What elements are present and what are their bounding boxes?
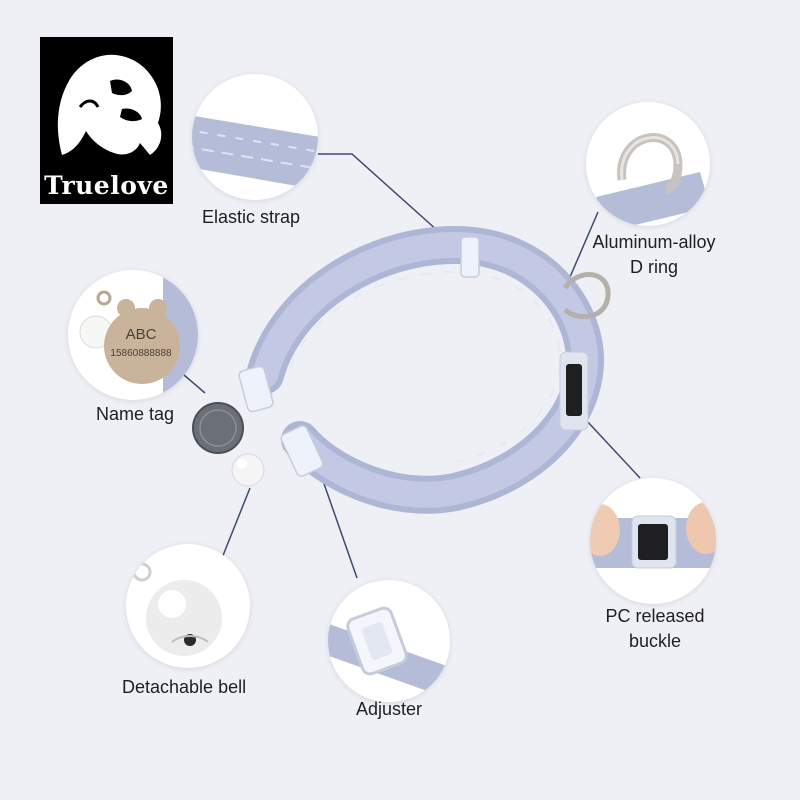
name-tag-closeup: ABC 15860888888 [68,270,198,400]
name-tag-initials: ABC [125,326,157,343]
leader-line-nametag [183,374,206,394]
dog-head-icon [57,54,162,155]
leader-line-dring [566,211,599,285]
strap-closeup-image [192,115,318,190]
brand-name: Truelove [44,171,169,200]
buckle-closeup [590,478,716,604]
name-tag-phone: 15860888888 [110,348,172,359]
leader-line-adjuster [321,477,358,579]
d-ring-image [596,133,710,226]
collar-d-ring [562,272,611,320]
name-tag-label: Name tag [96,404,175,424]
leader-line-strap [318,153,449,241]
buckle-label: PC released buckle [605,606,705,651]
bell-closeup [126,544,250,668]
adjuster-image [328,606,450,700]
leader-line-buckle [585,419,641,479]
brand-logo: Truelove [40,37,173,204]
bell-label: Detachable bell [122,677,247,697]
collar-adjuster-right [280,425,324,477]
adjuster-label: Adjuster [356,699,423,719]
strap-keeper [460,236,480,278]
buckle-image [590,502,716,569]
collar-adjuster-left [238,365,274,413]
d-ring-closeup [586,102,710,226]
elastic-strap-closeup [192,74,318,200]
bell-image [132,562,222,656]
d-ring-label: Aluminum-alloy D ring [592,232,716,277]
collar-bell [231,453,265,487]
elastic-strap-label: Elastic strap [202,207,301,227]
collar-buckle [559,351,589,431]
adjuster-closeup [328,580,450,702]
